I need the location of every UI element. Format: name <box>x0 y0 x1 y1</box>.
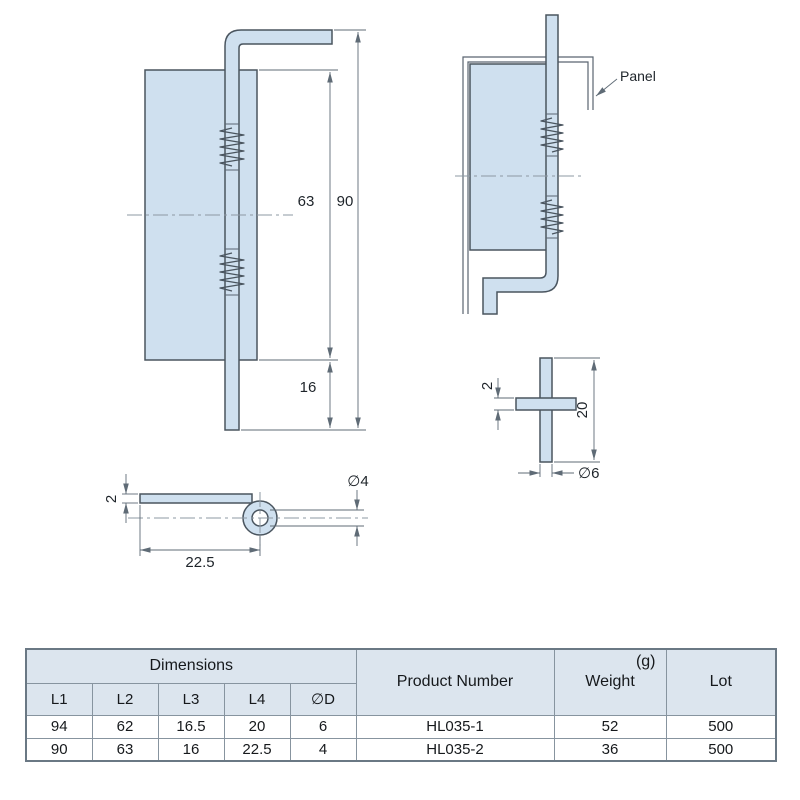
table-row: 90 63 16 22.5 4 HL035-2 36 500 <box>25 737 777 762</box>
dim-label-d4: ∅4 <box>347 473 368 490</box>
pin-collar <box>515 397 577 411</box>
cell-d: 6 <box>289 714 357 739</box>
dim-label-16: 16 <box>300 379 317 396</box>
panel-label: Panel <box>620 68 656 84</box>
spring-pin-side <box>482 14 559 315</box>
header-dimensions: Dimensions <box>25 648 357 684</box>
spring-coil-lower <box>540 199 564 235</box>
dim-label-90: 90 <box>337 193 354 210</box>
side-view: Panel <box>455 14 656 315</box>
cell-product-number: HL035-2 <box>355 737 555 762</box>
cell-l3: 16.5 <box>157 714 225 739</box>
cell-product-number: HL035-1 <box>355 714 555 739</box>
header-l1: L1 <box>25 682 93 716</box>
spring-coil-upper <box>219 127 245 167</box>
header-weight: (g) Weight <box>553 648 667 716</box>
dim-label-thickness-2: 2 <box>103 495 120 503</box>
cell-l4: 20 <box>223 714 291 739</box>
dim-label-20: 20 <box>574 402 591 419</box>
front-view: 63 90 16 <box>127 29 366 431</box>
dim-label-63: 63 <box>298 193 315 210</box>
spring-pin-front <box>224 29 333 431</box>
header-lot: Lot <box>665 648 777 716</box>
dim-label-collar-2: 2 <box>479 382 496 390</box>
hinge-drawing: 63 90 16 Panel <box>103 14 656 571</box>
panel-outline-inner <box>467 61 589 314</box>
pin-detail-view: 2 20 ∅6 <box>479 357 600 482</box>
dim-label-d6: ∅6 <box>578 465 599 482</box>
cell-lot: 500 <box>665 737 777 762</box>
spec-table: Dimensions Product Number (g) Weight Lot… <box>25 648 778 762</box>
cell-l4: 22.5 <box>223 737 291 762</box>
hinge-leaf-side <box>469 63 549 251</box>
cell-weight: 36 <box>553 737 667 762</box>
leaf-plate-top <box>139 493 253 504</box>
cell-l2: 63 <box>91 737 159 762</box>
spring-coil-lower <box>219 252 245 292</box>
header-product-number: Product Number <box>355 648 555 716</box>
cell-d: 4 <box>289 737 357 762</box>
cell-l3: 16 <box>157 737 225 762</box>
cell-weight: 52 <box>553 714 667 739</box>
front-view-dimensions: 63 90 16 <box>241 29 366 431</box>
header-l4: L4 <box>223 682 291 716</box>
dim-label-22-5: 22.5 <box>185 554 214 571</box>
cell-l1: 90 <box>25 737 93 762</box>
top-view: ∅4 2 22.5 <box>103 473 369 571</box>
header-d: ∅D <box>289 682 357 716</box>
header-l2: L2 <box>91 682 159 716</box>
header-weight-unit: (g) <box>635 653 656 670</box>
panel-leader-line <box>595 78 618 97</box>
cell-l2: 62 <box>91 714 159 739</box>
cell-lot: 500 <box>665 714 777 739</box>
table-row: 94 62 16.5 20 6 HL035-1 52 500 <box>25 714 777 739</box>
spring-coil-upper <box>540 117 564 153</box>
panel-outline-outer <box>462 56 594 314</box>
header-weight-label: Weight <box>585 673 635 691</box>
cell-l1: 94 <box>25 714 93 739</box>
header-l3: L3 <box>157 682 225 716</box>
